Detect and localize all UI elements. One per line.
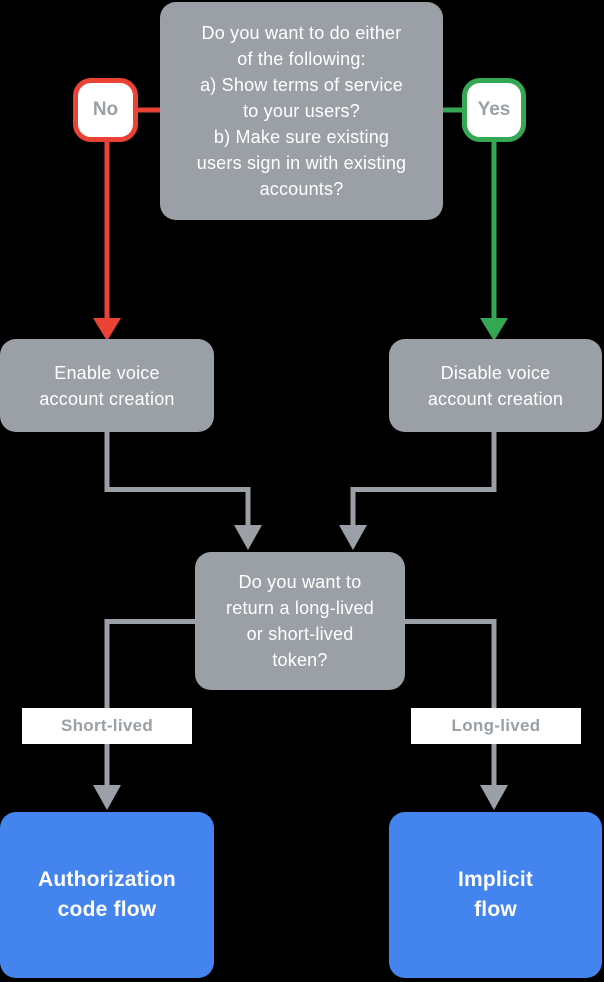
short-lived-label-text: Short-lived [60, 716, 154, 735]
yes-badge-label: Yes [477, 99, 511, 120]
disable-voice-text: Disable voice account creation [427, 362, 564, 409]
implicit-flow-node: Implicit flow [389, 812, 602, 978]
edge-enable-to-token [104, 430, 251, 527]
enable-voice-node: Enable voice account creation [0, 339, 214, 432]
question-token-node: Do you want to return a long-lived or sh… [195, 552, 405, 690]
question-token-text: Do you want to return a long-lived or sh… [226, 572, 374, 670]
short-lived-label: Short-lived [22, 708, 192, 744]
question-terms-node: Do you want to do either of the followin… [160, 2, 443, 220]
arrowhead-short-lived-icon [93, 785, 121, 810]
edge-short-lived [104, 619, 197, 787]
no-badge: No [73, 78, 138, 142]
arrowhead-enable-icon [234, 525, 262, 550]
implicit-flow-text: Implicit flow [457, 868, 534, 921]
no-badge-label: No [92, 99, 119, 120]
question-terms-text: Do you want to do either of the followin… [196, 23, 407, 199]
long-lived-label-text: Long-lived [451, 716, 541, 735]
edge-long-lived [403, 619, 497, 787]
long-lived-label: Long-lived [411, 708, 581, 744]
yes-badge: Yes [462, 78, 526, 142]
enable-voice-text: Enable voice account creation [39, 362, 175, 409]
authorization-code-flow-text: Authorization code flow [38, 868, 176, 921]
arrowhead-long-lived-icon [480, 785, 508, 810]
arrowhead-disable-icon [339, 525, 367, 550]
edge-disable-to-token [350, 430, 497, 527]
arrowhead-yes-icon [480, 318, 508, 341]
disable-voice-node: Disable voice account creation [389, 339, 602, 432]
arrowhead-no-icon [93, 318, 121, 341]
authorization-code-flow-node: Authorization code flow [0, 812, 214, 978]
